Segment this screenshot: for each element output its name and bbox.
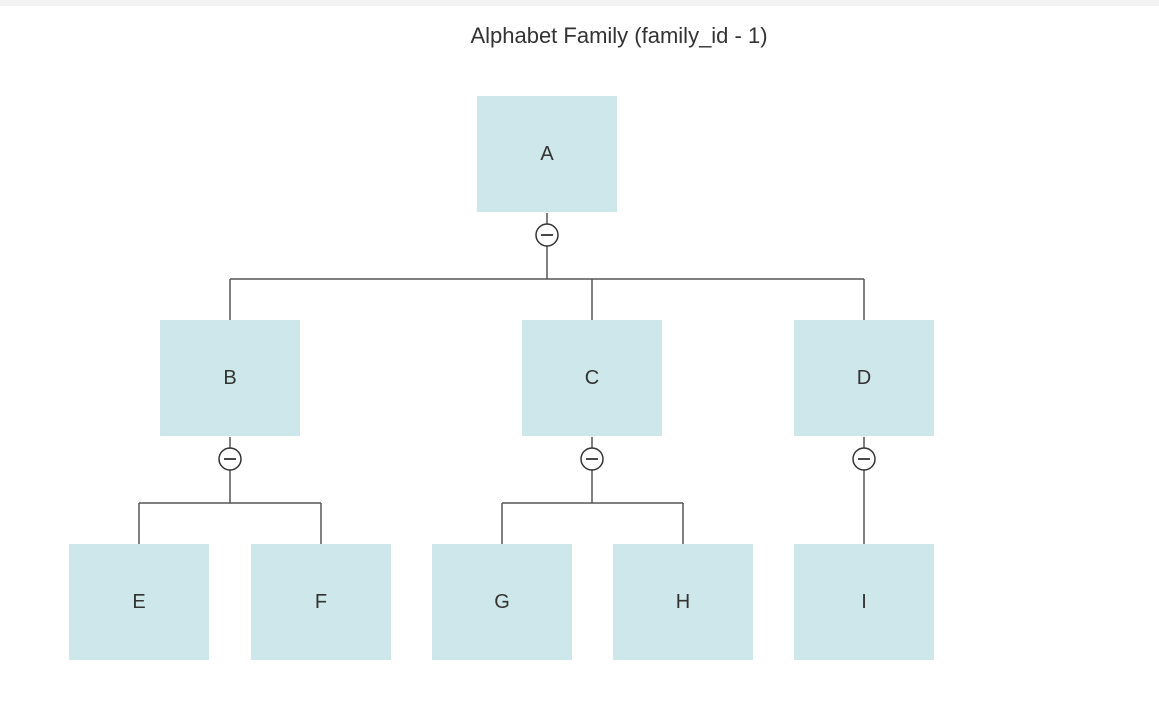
node-label-a: A xyxy=(540,142,554,165)
node-d[interactable]: D xyxy=(794,320,934,436)
top-bar xyxy=(0,0,1159,6)
node-label-i: I xyxy=(861,590,867,613)
node-label-b: B xyxy=(223,366,237,389)
diagram-title: Alphabet Family (family_id - 1) xyxy=(470,23,768,48)
node-label-g: G xyxy=(494,590,510,613)
node-label-e: E xyxy=(132,590,146,613)
node-label-h: H xyxy=(675,590,691,613)
node-b[interactable]: B xyxy=(160,320,300,436)
node-a[interactable]: A xyxy=(477,96,617,212)
node-h[interactable]: H xyxy=(613,544,753,660)
node-g[interactable]: G xyxy=(432,544,572,660)
collapse-toggle-b[interactable] xyxy=(218,447,242,471)
collapse-toggle-c[interactable] xyxy=(580,447,604,471)
node-c[interactable]: C xyxy=(522,320,662,436)
node-i[interactable]: I xyxy=(794,544,934,660)
node-f[interactable]: F xyxy=(251,544,391,660)
collapse-toggle-a[interactable] xyxy=(535,223,559,247)
node-label-f: F xyxy=(314,590,328,613)
node-label-c: C xyxy=(584,366,600,389)
node-label-d: D xyxy=(856,366,872,389)
node-e[interactable]: E xyxy=(69,544,209,660)
collapse-toggle-d[interactable] xyxy=(852,447,876,471)
